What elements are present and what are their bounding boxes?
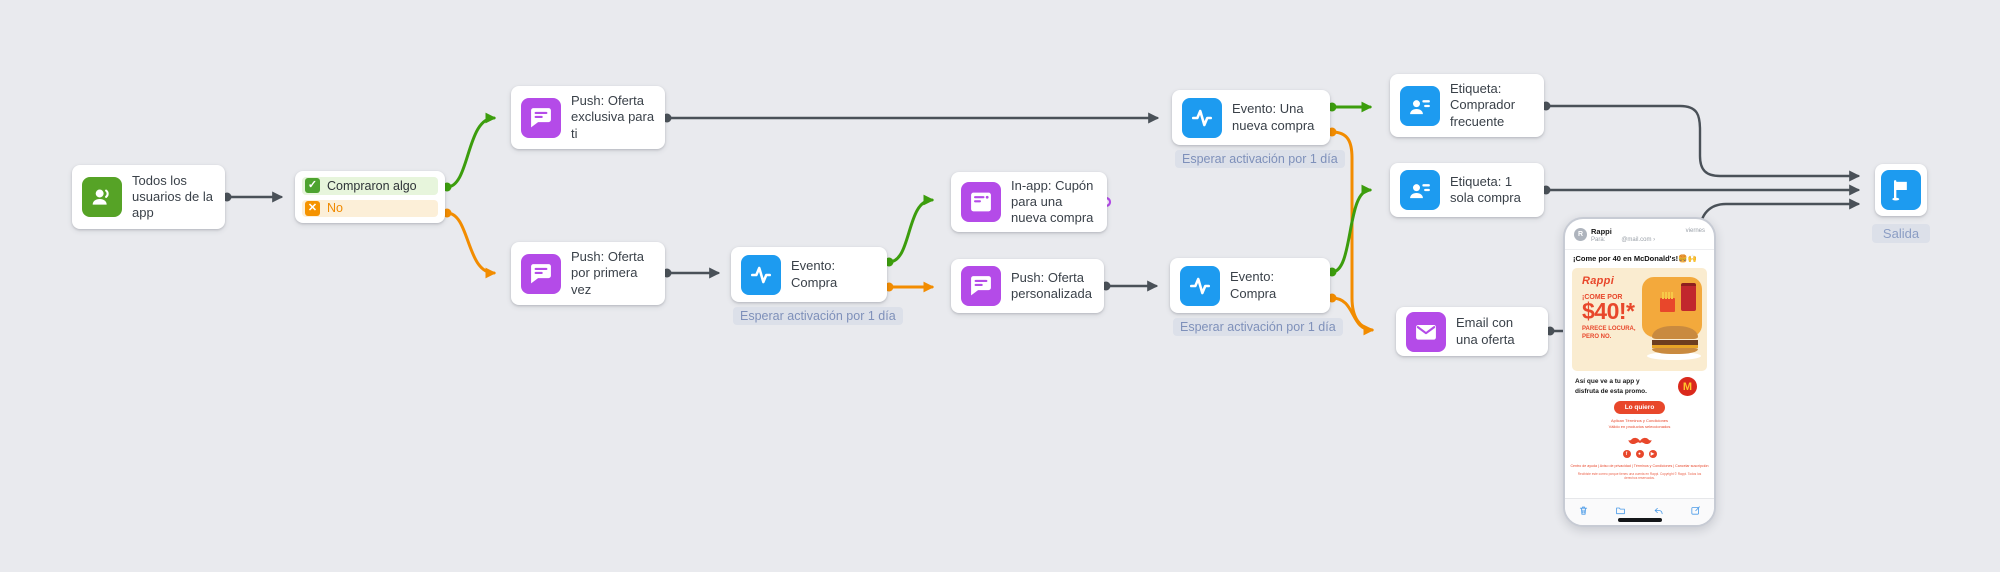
reply-icon[interactable] — [1653, 505, 1664, 516]
home-indicator — [1617, 518, 1662, 522]
node-title: Todos los usuarios de la app — [132, 172, 213, 221]
push-icon — [521, 253, 561, 294]
branch-label: No — [327, 201, 343, 216]
node-title: Push: Oferta personalizada — [1011, 269, 1092, 301]
folder-icon[interactable] — [1615, 505, 1626, 516]
node-title: Email con una oferta — [1456, 315, 1515, 347]
user-tag-icon — [1400, 85, 1440, 126]
sender-name: Rappi — [1591, 227, 1612, 236]
node-event-purchase-1[interactable]: Evento: Compra — [731, 247, 887, 302]
node-title: Etiqueta: Comprador frecuente — [1450, 81, 1516, 129]
split-branch-no[interactable]: ✕ No — [302, 199, 438, 217]
node-split[interactable]: ✓ Compraron algo ✕ No — [295, 171, 445, 223]
flag-icon — [1881, 170, 1921, 210]
inapp-message-icon — [961, 182, 1001, 222]
mail-subject: ¡Come por 40 en McDonald's!🍔🙌 — [1565, 249, 1714, 266]
fries-image — [1660, 292, 1675, 312]
social-icons: f ● ▶ — [1565, 449, 1714, 458]
trash-icon[interactable] — [1578, 505, 1589, 516]
node-tag-single[interactable]: Etiqueta: 1 sola compra — [1390, 163, 1544, 217]
split-branch-yes[interactable]: ✓ Compraron algo — [302, 177, 438, 195]
node-title: Etiqueta: 1 sola compra — [1450, 173, 1521, 205]
event-pulse-icon — [1182, 97, 1222, 138]
facebook-icon: f — [1622, 449, 1631, 458]
rappi-logo: Rappi — [1582, 275, 1615, 287]
event-pulse-icon — [1180, 265, 1220, 306]
email-preview-phone[interactable]: R Rappi viernes Para: @mail.com › ¡Come p… — [1563, 217, 1716, 527]
event-pulse-icon — [741, 254, 781, 295]
youtube-icon: ▶ — [1648, 449, 1657, 458]
email-fine-print: Recibiste este correo porque tienes una … — [1577, 471, 1702, 480]
x-icon: ✕ — [305, 200, 320, 216]
node-push-personalized[interactable]: Push: Oferta personalizada — [951, 259, 1104, 313]
node-title: In-app: Cupón para una nueva compra — [1011, 177, 1094, 226]
node-exit[interactable] — [1875, 164, 1927, 216]
connector — [445, 101, 1373, 274]
hero-amount: $40!* — [1582, 298, 1635, 324]
compose-icon[interactable] — [1690, 505, 1701, 516]
rappi-mustache-icon — [1627, 437, 1652, 444]
email-cta-button: Lo quiero — [1613, 401, 1666, 414]
to-label: Para: — [1591, 237, 1606, 243]
soda-cup-image — [1681, 283, 1696, 311]
hero-line1: ¡COME POR — [1582, 294, 1623, 301]
to-address: @mail.com › — [1621, 237, 1656, 243]
burger-image — [1652, 326, 1698, 354]
wait-badge: Esperar activación por 1 día — [733, 307, 903, 325]
wait-badge: Esperar activación por 1 día — [1175, 150, 1345, 168]
instagram-icon: ● — [1635, 449, 1644, 458]
mail-header: R Rappi viernes Para: @mail.com › — [1565, 219, 1714, 245]
user-tag-icon — [1400, 170, 1440, 210]
node-audience[interactable]: Todos los usuarios de la app — [72, 165, 225, 229]
branch-label: Compraron algo — [327, 178, 417, 193]
node-push-exclusive[interactable]: Push: Oferta exclusiva para ti — [511, 86, 665, 149]
node-title: Evento: Una nueva compra — [1232, 101, 1315, 133]
users-icon — [82, 177, 122, 217]
node-inapp-coupon[interactable]: In-app: Cupón para una nueva compra — [951, 172, 1107, 232]
sender-avatar: R — [1574, 228, 1587, 241]
email-icon — [1406, 311, 1446, 352]
node-push-first-time[interactable]: Push: Oferta por primera vez — [511, 242, 665, 305]
email-hero-banner: Rappi ¡COME POR $40!* PARECE LOCURA,PERO… — [1572, 268, 1707, 371]
plate-image — [1647, 352, 1701, 360]
push-icon — [521, 97, 561, 138]
node-event-new-purchase[interactable]: Evento: Una nueva compra — [1172, 90, 1330, 145]
node-title: Push: Oferta por primera vez — [571, 249, 644, 297]
node-title: Evento: Compra — [791, 258, 838, 290]
node-tag-frequent[interactable]: Etiqueta: Comprador frecuente — [1390, 74, 1544, 137]
hero-line2: PARECE LOCURA,PERO NO. — [1582, 325, 1636, 340]
push-icon — [961, 266, 1001, 306]
mail-to-row: Para: @mail.com › — [1591, 237, 1706, 243]
exit-label: Salida — [1872, 224, 1930, 243]
check-icon: ✓ — [305, 178, 320, 194]
node-email-offer[interactable]: Email con una oferta — [1396, 307, 1548, 356]
mcdonalds-logo: M — [1678, 377, 1697, 396]
node-title: Evento: Compra — [1230, 269, 1277, 301]
email-footer-links: Centro de ayuda | Aviso de privacidad | … — [1570, 463, 1709, 468]
node-event-purchase-2[interactable]: Evento: Compra — [1170, 258, 1330, 313]
node-title: Push: Oferta exclusiva para ti — [571, 93, 655, 141]
wait-badge: Esperar activación por 1 día — [1173, 318, 1343, 336]
mail-date: viernes — [1685, 228, 1705, 234]
